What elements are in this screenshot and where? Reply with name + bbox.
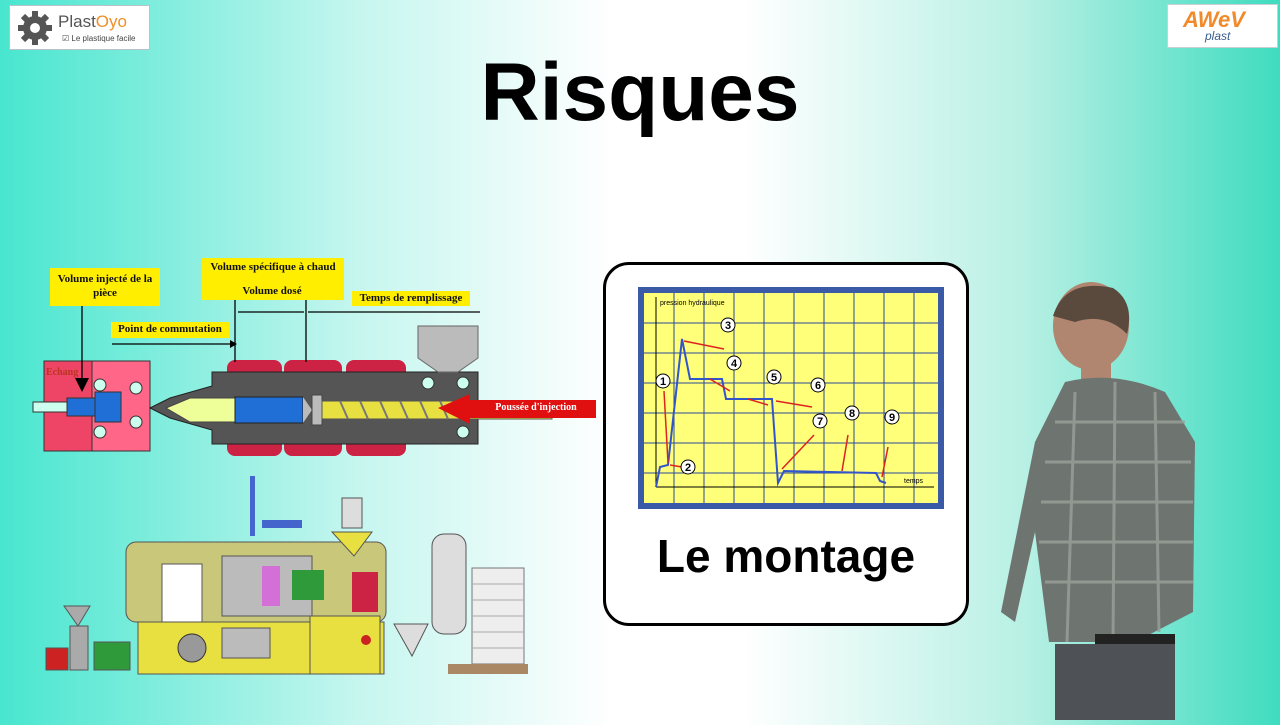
plastoyo-name: PlastOyo [58, 12, 127, 31]
chart-xlabel: temps [904, 478, 924, 485]
awevplast-logo: AWeV plast [1167, 4, 1278, 48]
label-volume-injecte: Volume injecté de la pièce [50, 268, 160, 306]
label-temps-remplissage: Temps de remplissage [352, 291, 470, 306]
label-point-commutation: Point de commutation [111, 322, 229, 338]
pressure-chart: pression hydraulique temps 1 2 3 4 5 6 7… [638, 287, 944, 509]
chart-marker-5: 5 [771, 372, 777, 384]
chart-marker-7: 7 [817, 416, 823, 428]
presenter-illustration [1001, 282, 1195, 720]
chart-marker-3: 3 [725, 320, 731, 332]
card-caption: Le montage [656, 530, 916, 582]
label-volume-specifique: Volume spécifique à chaud [202, 258, 344, 300]
chart-marker-9: 9 [889, 412, 895, 424]
chart-marker-1: 1 [660, 376, 666, 388]
plastoyo-tagline: ☑ Le plastique facile [62, 34, 136, 43]
injection-plant-illustration [42, 476, 532, 681]
injection-unit-illustration [32, 278, 596, 456]
gear-icon [18, 11, 52, 45]
presenter-figure [995, 282, 1210, 720]
injection-unit-diagram: Volume injecté de la pièce Volume spécif… [30, 258, 610, 463]
page-title: Risques [480, 47, 800, 138]
label-poussee-injection: Poussée d'injection [495, 402, 577, 413]
chart-marker-6: 6 [815, 380, 821, 392]
label-volume-dose: Volume dosé [242, 285, 302, 297]
chart-ylabel: pression hydraulique [660, 300, 725, 307]
plastoyo-logo: PlastOyo ☑ Le plastique facile [9, 5, 150, 50]
chart-marker-2: 2 [685, 462, 691, 474]
label-echange: Echang [46, 367, 79, 378]
montage-card: pression hydraulique temps 1 2 3 4 5 6 7… [603, 262, 969, 626]
awevplast-name-bottom: plast [1205, 29, 1231, 43]
machine-illustration [45, 476, 528, 675]
chart-marker-8: 8 [849, 408, 855, 420]
chart-marker-4: 4 [731, 358, 738, 370]
awevplast-name-top: AWeV [1183, 7, 1245, 32]
